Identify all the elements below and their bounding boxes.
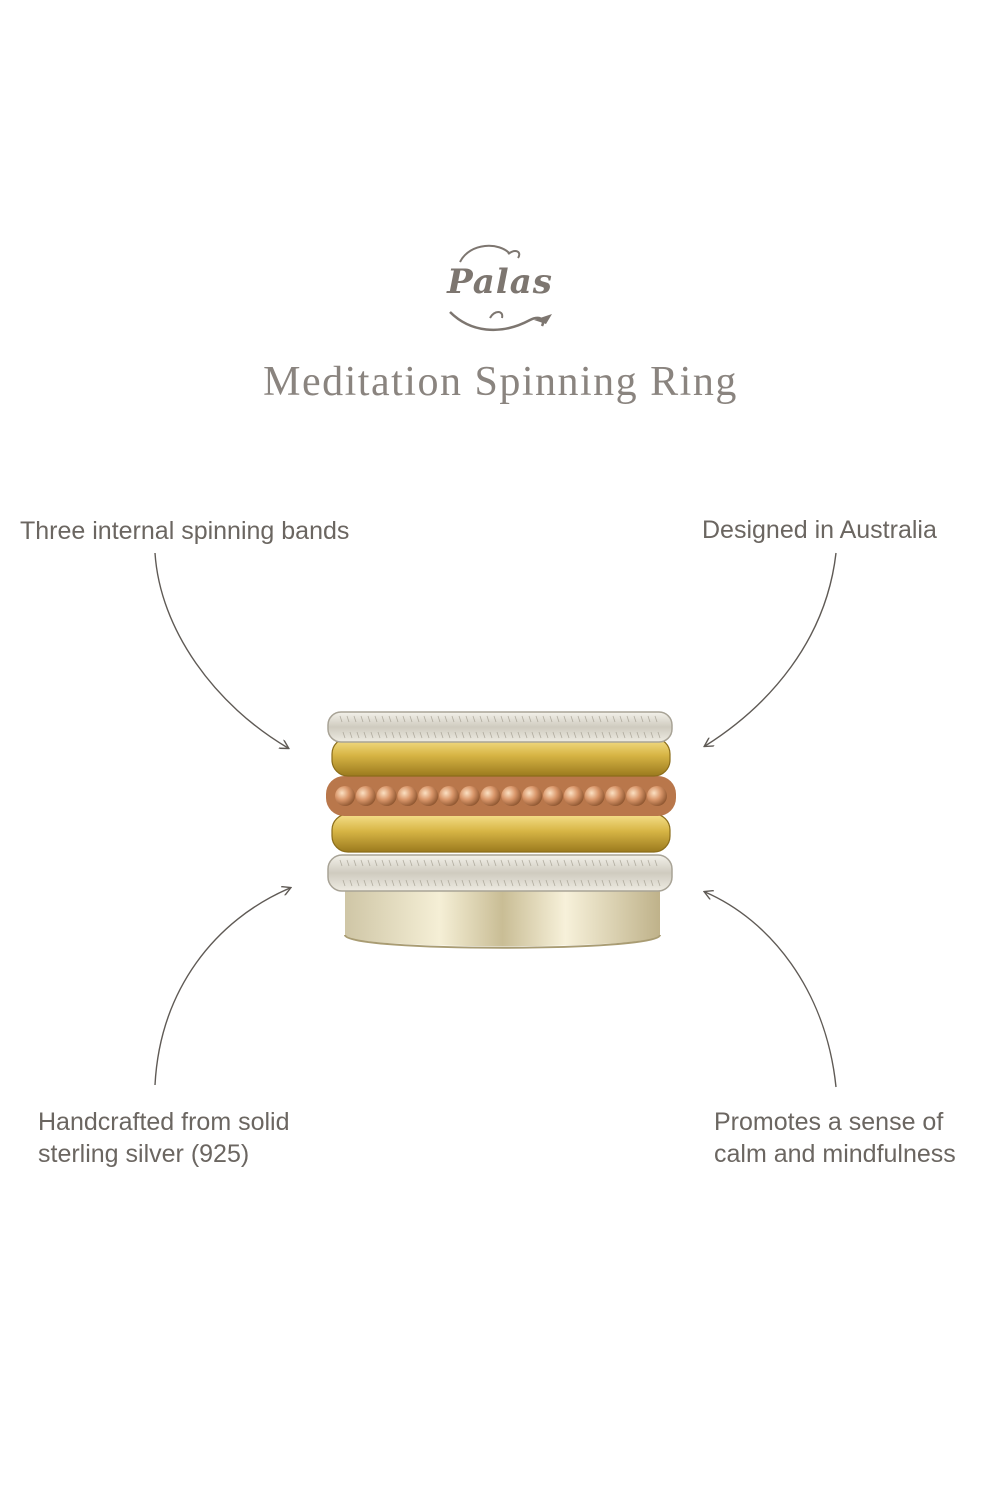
feature-mindfulness-line-2: calm and mindfulness <box>714 1140 956 1168</box>
ring-bead <box>584 786 605 806</box>
feature-mindfulness: Promotes a sense of calm and mindfulness <box>714 1106 956 1170</box>
page-title: Meditation Spinning Ring <box>263 359 738 405</box>
logo-wordmark: Palas <box>447 262 553 302</box>
curved-arrow-icon <box>705 892 837 1088</box>
feature-designed-in: Designed in Australia <box>702 516 937 544</box>
ring-bead <box>605 786 626 806</box>
ring-bead <box>355 786 376 806</box>
ring-bead <box>543 786 563 806</box>
spinning-ring-image <box>326 711 676 949</box>
feature-mindfulness-line-1: Promotes a sense of <box>714 1108 944 1136</box>
ring-bead <box>626 786 647 806</box>
curved-arrow-icon <box>705 552 837 746</box>
feature-material: Handcrafted from solid sterling silver (… <box>38 1106 290 1170</box>
feature-material-line-2: sterling silver (925) <box>38 1140 250 1168</box>
ring-bead <box>501 786 522 806</box>
ring-bead <box>335 786 355 806</box>
logo-flourish-icon <box>449 244 552 332</box>
curved-arrow-icon <box>154 888 290 1086</box>
ring-bead <box>376 786 397 806</box>
ring-bead <box>480 786 501 806</box>
ring-bead <box>563 786 584 806</box>
ring-bead <box>522 786 543 806</box>
ring-bead <box>647 786 667 806</box>
curved-arrow-icon <box>154 552 288 748</box>
ring-bead <box>397 786 418 806</box>
brand-logo: Palas <box>430 240 570 340</box>
ring-bead <box>439 786 459 806</box>
feature-material-line-1: Handcrafted from solid <box>38 1108 290 1136</box>
feature-spinning-bands: Three internal spinning bands <box>20 517 350 545</box>
ring-bead <box>418 786 439 806</box>
ring-bead <box>459 786 480 806</box>
